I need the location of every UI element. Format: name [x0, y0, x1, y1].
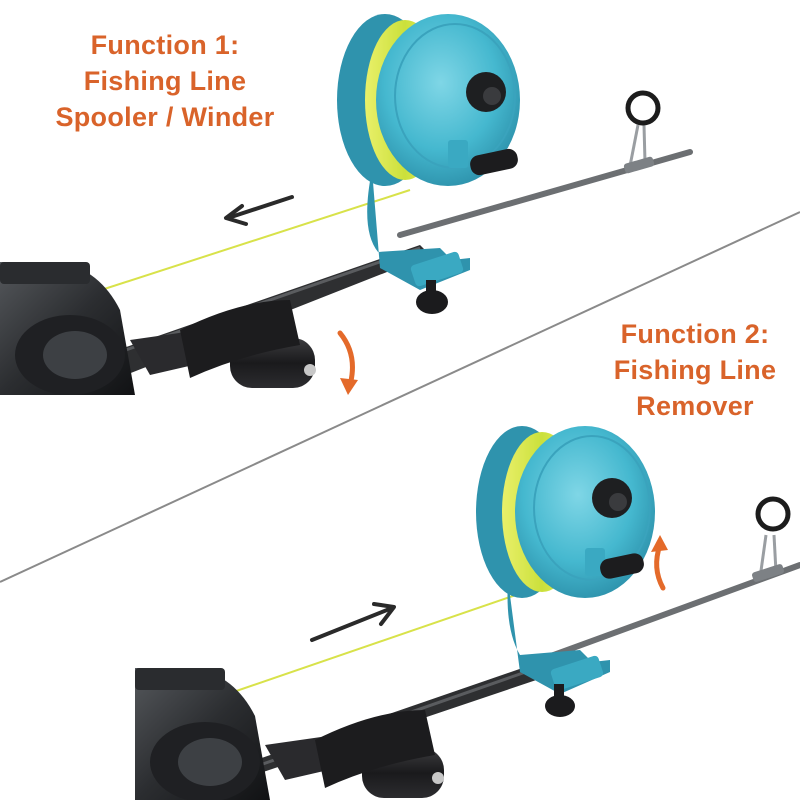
function-2-line-2: Fishing Line: [613, 355, 777, 385]
top-rod-guide-icon: [623, 90, 661, 174]
arrow-right-icon: [310, 602, 396, 642]
bottom-rod-guide-icon: [752, 496, 791, 582]
curved-arrow-up-icon: [651, 535, 668, 591]
function-2-caption: Function 2: Fishing Line Remover: [590, 316, 800, 424]
bottom-clamp-knob: [545, 695, 575, 717]
function-1-line-3: Spooler / Winder: [55, 102, 275, 132]
top-spooler-clamp: [410, 251, 464, 287]
curved-arrow-down-icon: [337, 330, 358, 395]
top-fishing-line: [94, 189, 411, 293]
top-rod-grip: [180, 300, 300, 378]
top-crank-handle: [448, 140, 518, 176]
function-2-title: Function 2:: [620, 319, 770, 349]
top-clamp-knob: [416, 290, 448, 314]
function-1-line-2: Fishing Line: [83, 66, 247, 96]
bottom-rod-grip: [315, 710, 435, 788]
function-1-title: Function 1:: [90, 30, 240, 60]
bottom-crank-handle: [585, 548, 644, 579]
function-1-caption: Function 1: Fishing Line Spooler / Winde…: [20, 27, 310, 135]
arrow-left-icon: [224, 195, 294, 226]
bottom-fishing-line: [209, 584, 546, 701]
bottom-panel-scene: [135, 426, 800, 800]
top-panel-scene: [0, 14, 693, 395]
panel-divider-line: [0, 211, 800, 583]
function-2-line-3: Remover: [636, 391, 754, 421]
top-baitcaster-reel: [0, 262, 316, 395]
top-spooler-spool: [337, 14, 520, 186]
bottom-spooler-spool: [476, 426, 655, 598]
bottom-spooler-clamp: [550, 655, 604, 691]
